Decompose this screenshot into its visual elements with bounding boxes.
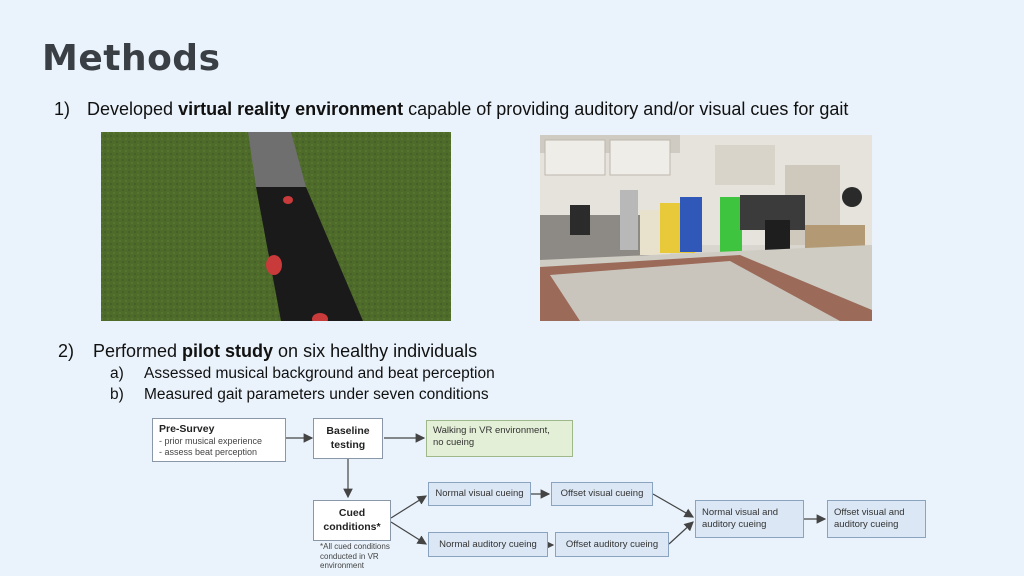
baseline-condition-line: no cueing [433, 436, 475, 448]
pre-survey-line: - assess beat perception [159, 447, 258, 458]
box-label: Offset visual cueing [560, 488, 644, 500]
cued-conditions-note: *All cued conditions conducted in VR env… [320, 542, 400, 571]
slide-title: Methods [42, 38, 221, 79]
sub-item-a: a) Assessed musical background and beat p… [110, 365, 495, 383]
list-number: 1) [54, 99, 71, 119]
box-label: Offset auditory cueing [565, 538, 659, 550]
list-item-2: 2) Performed pilot study on six healthy i… [58, 341, 477, 362]
box-label-line: auditory cueing [834, 518, 899, 530]
baseline-condition-line: Walking in VR environment, [433, 425, 550, 436]
normal-auditory-cueing-box: Normal auditory cueing [428, 532, 548, 557]
list-number: 2) [58, 341, 75, 361]
list-item-1: 1)Developed virtual reality environment … [54, 99, 848, 120]
box-label-line: Offset visual and [834, 507, 905, 518]
note-line: *All cued conditions [320, 542, 390, 551]
box-label-line: Normal visual and [702, 507, 779, 518]
baseline-line: testing [330, 438, 366, 451]
pre-survey-box: Pre-Survey - prior musical experience - … [152, 418, 286, 462]
note-line: environment [320, 561, 365, 571]
cued-line: Cued [338, 507, 366, 520]
normal-visual-cueing-box: Normal visual cueing [428, 482, 531, 506]
baseline-condition-box: Walking in VR environment, no cueing [426, 420, 573, 457]
note-line: conducted in VR [320, 551, 379, 561]
item-text-bold: virtual reality environment [178, 99, 404, 119]
sub-number: b) [110, 386, 124, 403]
item-text-suffix: capable of providing auditory and/or vis… [403, 99, 849, 119]
pre-survey-title: Pre-Survey [159, 423, 215, 435]
sub-number: a) [110, 365, 124, 382]
box-label: Normal auditory cueing [439, 538, 537, 550]
normal-visual-auditory-box: Normal visual and auditory cueing [695, 500, 804, 538]
item-text-prefix: Performed [93, 341, 183, 361]
baseline-line: Baseline [326, 425, 370, 438]
cued-line: conditions* [323, 520, 381, 533]
pre-survey-line: - prior musical experience [159, 436, 263, 447]
sub-text: Assessed musical background and beat per… [144, 365, 495, 382]
item-text-prefix: Developed [87, 99, 179, 119]
box-label-line: auditory cueing [702, 518, 767, 530]
offset-visual-auditory-box: Offset visual and auditory cueing [827, 500, 926, 538]
item-text-bold: pilot study [182, 341, 274, 361]
box-label: Normal visual cueing [435, 488, 524, 500]
sub-text: Measured gait parameters under seven con… [144, 386, 489, 403]
offset-visual-cueing-box: Offset visual cueing [551, 482, 653, 506]
vr-environment-image [101, 132, 451, 321]
lab-photo [540, 135, 872, 321]
item-text-suffix: on six healthy individuals [273, 341, 478, 361]
offset-auditory-cueing-box: Offset auditory cueing [555, 532, 669, 557]
sub-item-b: b) Measured gait parameters under seven c… [110, 386, 489, 404]
